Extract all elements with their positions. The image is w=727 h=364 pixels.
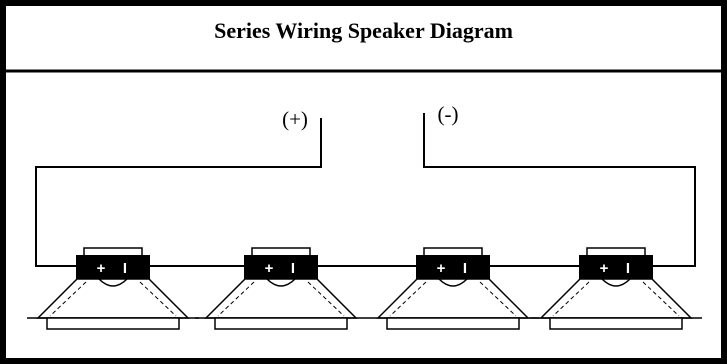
cone-dashed-line-left (49, 281, 87, 317)
diagram-title: Series Wiring Speaker Diagram (214, 18, 513, 43)
speaker-4: + I (530, 247, 702, 330)
speaker-dust-cap (98, 278, 128, 287)
speaker-magnet (579, 255, 653, 279)
speaker-2: + I (195, 247, 367, 330)
speaker-minus-label: I (626, 260, 630, 277)
speaker-top-cap (83, 247, 143, 257)
speaker-basket-rim (549, 317, 683, 330)
cone-dashed-line-left (217, 281, 255, 317)
negative-terminal-label: (-) (438, 102, 459, 126)
speaker-1: + I (27, 247, 199, 330)
speaker-basket-rim (386, 317, 520, 330)
speaker-dust-cap (266, 278, 296, 287)
speaker-plus-label: + (265, 260, 274, 277)
positive-wire (35, 118, 322, 267)
positive-terminal-label: (+) (282, 107, 308, 131)
speaker-magnet (244, 255, 318, 279)
speaker-basket-rim (214, 317, 348, 330)
cone-dashed-line-left (552, 281, 590, 317)
cone-dashed-line-right (479, 281, 517, 317)
speaker-dust-cap (438, 278, 468, 287)
speaker-plus-label: + (437, 260, 446, 277)
speaker-dust-cap (601, 278, 631, 287)
speaker-basket-rim (46, 317, 180, 330)
speaker-top-cap (251, 247, 311, 257)
speaker-minus-label: I (123, 260, 127, 277)
speaker-plus-label: + (600, 260, 609, 277)
speaker-top-cap (423, 247, 483, 257)
cone-dashed-line-right (307, 281, 345, 317)
cone-dashed-line-left (389, 281, 427, 317)
speaker-cone (539, 278, 693, 319)
speaker-plus-label: + (97, 260, 106, 277)
speaker-top-cap (586, 247, 646, 257)
speaker-cone (376, 278, 530, 319)
speaker-magnet (416, 255, 490, 279)
speaker-minus-label: I (291, 260, 295, 277)
speaker-magnet (76, 255, 150, 279)
speaker-cone (36, 278, 190, 319)
speaker-cone (204, 278, 358, 319)
cone-dashed-line-right (642, 281, 680, 317)
cone-dashed-line-right (139, 281, 177, 317)
speaker-minus-label: I (463, 260, 467, 277)
speaker-3: + I (367, 247, 539, 330)
negative-wire (423, 113, 696, 267)
